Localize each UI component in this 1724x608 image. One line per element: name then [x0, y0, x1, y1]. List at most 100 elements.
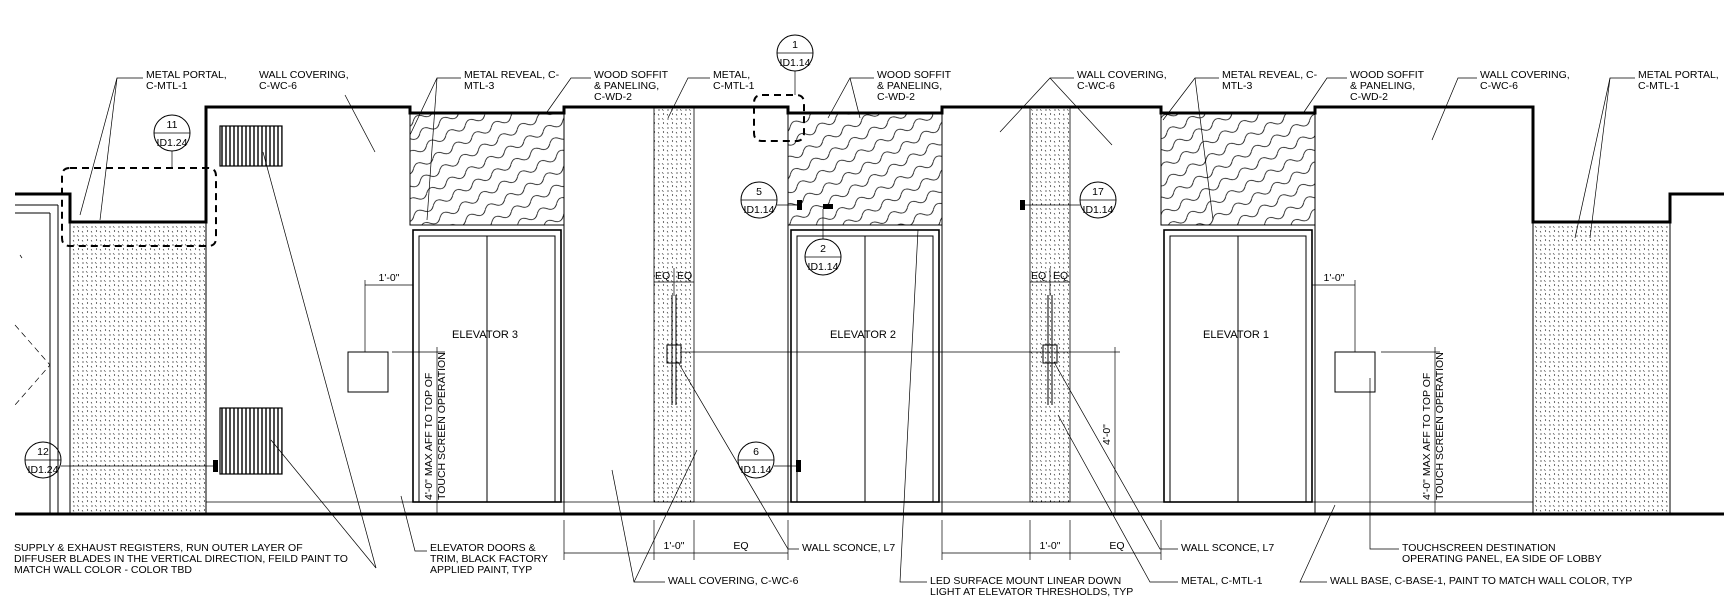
- detail-tag-17: 17 ID1.14: [1025, 181, 1117, 219]
- detail-tag-6: 6 ID1.14: [737, 441, 796, 479]
- svg-text:C-WD-2: C-WD-2: [594, 91, 632, 103]
- wood-soffit-elevator-3: [409, 112, 565, 226]
- dim-eq-1: EQ: [655, 270, 670, 282]
- svg-text:APPLIED PAINT, TYP: APPLIED PAINT, TYP: [430, 564, 532, 576]
- elevator-2-label: ELEVATOR 2: [830, 329, 896, 341]
- wall-sconce-right: [1042, 295, 1058, 405]
- wood-soffit-elevator-1: [1160, 112, 1316, 226]
- svg-text:5: 5: [756, 186, 762, 198]
- svg-text:C-MTL-1: C-MTL-1: [1638, 80, 1680, 92]
- dim-bottom-one-foot-left: 1'-0": [664, 540, 685, 552]
- svg-text:ID1.24: ID1.24: [157, 137, 188, 149]
- svg-text:METAL PORTAL,: METAL PORTAL,: [1638, 69, 1719, 81]
- linear-lights: [213, 200, 1025, 472]
- dim-touchscreen-note-right-2: TOUCH SCREEN OPERATION: [1434, 352, 1446, 500]
- metal-portal-right: [1533, 222, 1670, 514]
- detail-tag-5: 5 ID1.14: [740, 181, 797, 219]
- callout-wood-soffit-2: WOOD SOFFIT & PANELING, C-WD-2: [827, 69, 952, 119]
- dim-four-foot: 4'-0": [1101, 424, 1113, 445]
- elevator-2: ELEVATOR 2: [790, 229, 940, 503]
- svg-text:C-MTL-1: C-MTL-1: [146, 80, 188, 92]
- svg-text:& PANELING,: & PANELING,: [594, 80, 659, 92]
- exhaust-register-lower: [219, 407, 283, 475]
- svg-text:MATCH WALL COLOR - COLOR TBD: MATCH WALL COLOR - COLOR TBD: [14, 564, 192, 576]
- svg-text:WOOD SOFFIT: WOOD SOFFIT: [877, 69, 952, 81]
- callout-wall-sconce-2: WALL SCONCE, L7: [1053, 361, 1274, 554]
- callout-wood-soffit-3: WOOD SOFFIT & PANELING, C-WD-2: [1303, 69, 1425, 113]
- svg-text:2: 2: [820, 243, 826, 255]
- svg-text:WOOD SOFFIT: WOOD SOFFIT: [594, 69, 669, 81]
- dim-touchscreen-note-left-2: TOUCH SCREEN OPERATION: [436, 352, 448, 500]
- callout-metal-reveal-1: METAL REVEAL, C- MTL-3: [409, 69, 560, 221]
- svg-text:C-WD-2: C-WD-2: [877, 91, 915, 103]
- detail-tag-12: 12 ID1.24: [24, 441, 213, 479]
- callout-wall-base: WALL BASE, C-BASE-1, PAINT TO MATCH WALL…: [1299, 504, 1632, 587]
- svg-text:17: 17: [1092, 186, 1104, 198]
- svg-text:1: 1: [792, 39, 798, 51]
- metal-strip-right: [1029, 106, 1071, 503]
- detail-outline-1: [753, 94, 805, 142]
- callout-wall-sconce-1: WALL SCONCE, L7: [677, 361, 895, 554]
- svg-text:LIGHT AT ELEVATOR THRESHOLDS,: LIGHT AT ELEVATOR THRESHOLDS, TYP: [930, 586, 1133, 598]
- elevator-3: ELEVATOR 3: [412, 229, 562, 503]
- svg-text:TOUCHSCREEN DESTINATION: TOUCHSCREEN DESTINATION: [1402, 542, 1556, 554]
- svg-text:MTL-3: MTL-3: [464, 80, 494, 92]
- svg-text:ELEVATOR DOORS &: ELEVATOR DOORS &: [430, 542, 536, 554]
- callout-metal-reveal-2: METAL REVEAL, C- MTL-3: [1162, 69, 1318, 221]
- detail-tag-11: 11 ID1.24: [153, 114, 191, 168]
- callout-metal-portal-right: METAL PORTAL, C-MTL-1: [1574, 69, 1719, 239]
- callout-wall-covering-1: WALL COVERING, C-WC-6: [259, 69, 376, 153]
- wall-sconce-left: [666, 295, 682, 405]
- svg-text:& PANELING,: & PANELING,: [877, 80, 942, 92]
- detail-outline-11: [61, 167, 217, 247]
- callout-metal-bottom: METAL, C-MTL-1: [1057, 414, 1263, 587]
- wood-soffit-elevator-2: [787, 112, 943, 226]
- dim-bottom-one-foot-right: 1'-0": [1040, 540, 1061, 552]
- svg-text:6: 6: [753, 446, 759, 458]
- svg-text:WOOD SOFFIT: WOOD SOFFIT: [1350, 69, 1425, 81]
- callout-wood-soffit-1: WOOD SOFFIT & PANELING, C-WD-2: [546, 69, 669, 113]
- detail-tag-2: 2 ID1.14: [804, 209, 842, 276]
- metal-portal-left: [70, 222, 206, 514]
- svg-text:ID1.14: ID1.14: [1083, 204, 1114, 216]
- svg-text:WALL COVERING,: WALL COVERING,: [1480, 69, 1570, 81]
- svg-text:METAL REVEAL, C-: METAL REVEAL, C-: [1222, 69, 1318, 81]
- svg-text:LED SURFACE MOUNT LINEAR DOWN: LED SURFACE MOUNT LINEAR DOWN: [930, 575, 1121, 587]
- svg-text:ID1.14: ID1.14: [744, 204, 775, 216]
- svg-text:WALL SCONCE, L7: WALL SCONCE, L7: [1181, 542, 1274, 554]
- dim-eq-2: EQ: [677, 270, 692, 282]
- svg-text:C-WC-6: C-WC-6: [1077, 80, 1115, 92]
- svg-text:WALL COVERING,: WALL COVERING,: [1077, 69, 1167, 81]
- dimensions: 1'-0" 1'-0" 4'-0" MAX AFF TO TOP OF TOUC…: [364, 268, 1446, 560]
- svg-text:DIFFUSER BLADES IN THE VERTICA: DIFFUSER BLADES IN THE VERTICAL DIRECTIO…: [14, 553, 348, 565]
- callout-wall-covering-3: WALL COVERING, C-WC-6: [1431, 69, 1570, 141]
- svg-text:MTL-3: MTL-3: [1222, 80, 1252, 92]
- callout-wall-covering-2: WALL COVERING, C-WC-6: [999, 69, 1167, 146]
- svg-text:C-WD-2: C-WD-2: [1350, 91, 1388, 103]
- callout-touchscreen: TOUCHSCREEN DESTINATION OPERATING PANEL,…: [1369, 378, 1602, 565]
- supply-register-upper: [219, 125, 283, 167]
- elevator-3-label: ELEVATOR 3: [452, 329, 518, 341]
- svg-text:ID1.24: ID1.24: [28, 464, 59, 476]
- dim-bottom-eq-left: EQ: [733, 540, 748, 552]
- svg-text:TRIM, BLACK FACTORY: TRIM, BLACK FACTORY: [430, 553, 548, 565]
- svg-text:12: 12: [37, 446, 49, 458]
- svg-text:METAL REVEAL, C-: METAL REVEAL, C-: [464, 69, 560, 81]
- svg-text:11: 11: [167, 119, 178, 131]
- dim-one-foot-right: 1'-0": [1324, 272, 1345, 284]
- dim-bottom-eq-right: EQ: [1109, 540, 1124, 552]
- svg-text:WALL COVERING, C-WC-6: WALL COVERING, C-WC-6: [668, 575, 799, 587]
- elevator-1: ELEVATOR 1: [1163, 229, 1313, 503]
- svg-text:ID1.14: ID1.14: [808, 261, 839, 273]
- touchscreen-panel-right: [1334, 351, 1376, 393]
- dim-eq-4: EQ: [1053, 270, 1068, 282]
- callout-led-linear: LED SURFACE MOUNT LINEAR DOWN LIGHT AT E…: [899, 229, 1133, 598]
- dim-touchscreen-note-right-1: 4'-0" MAX AFF TO TOP OF: [1421, 373, 1433, 500]
- callout-wall-covering-bottom: WALL COVERING, C-WC-6: [611, 449, 799, 587]
- touchscreen-panel-left: [347, 351, 389, 393]
- callout-elevator-doors: ELEVATOR DOORS & TRIM, BLACK FACTORY APP…: [400, 495, 548, 576]
- dim-touchscreen-note-left-1: 4'-0" MAX AFF TO TOP OF: [423, 373, 435, 500]
- dim-eq-3: EQ: [1031, 270, 1046, 282]
- svg-text:ID1.14: ID1.14: [780, 57, 811, 69]
